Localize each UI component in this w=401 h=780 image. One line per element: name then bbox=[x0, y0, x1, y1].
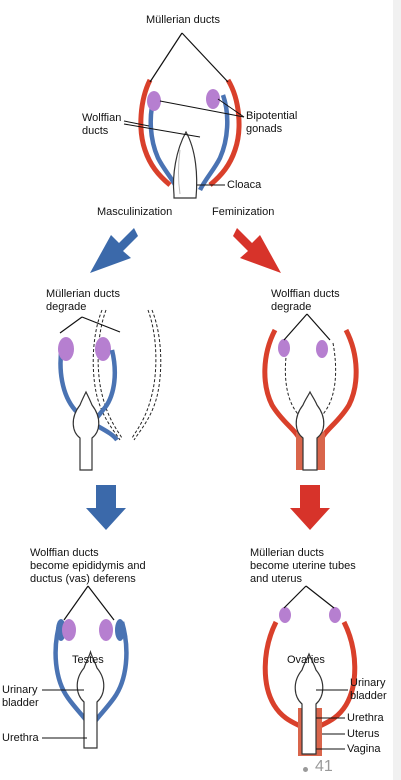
mullerian-duct-right bbox=[208, 78, 242, 187]
gonad-left-f1 bbox=[278, 339, 290, 357]
indifferent-stage-figure bbox=[123, 32, 245, 199]
gonad-leader-2 bbox=[217, 98, 245, 118]
mullerian-ducts-label: Müllerian ducts bbox=[146, 14, 220, 26]
testis-left bbox=[62, 619, 76, 641]
female-stage2-caption: Müllerian ducts become uterine tubes and… bbox=[250, 547, 356, 585]
male-stage1-figure bbox=[58, 309, 162, 471]
mullerian-duct-left-f1 bbox=[262, 328, 303, 442]
wolffian-duct-left bbox=[148, 94, 181, 192]
ovary-left bbox=[279, 607, 291, 623]
mullerian-leader-left bbox=[149, 32, 183, 83]
feminization-arrow bbox=[233, 228, 281, 273]
masculinization-arrow bbox=[90, 228, 138, 273]
wolffian-ducts-label: Wolffian ducts bbox=[82, 112, 122, 137]
male-stage2-leader-right bbox=[87, 585, 115, 621]
cloaca bbox=[172, 130, 198, 199]
gonad-right-m1 bbox=[95, 337, 111, 361]
testes-label: Testes bbox=[72, 654, 104, 666]
ovaries-label: Ovaries bbox=[287, 654, 325, 666]
female-down-arrow bbox=[290, 485, 330, 530]
wolffian-leader-1 bbox=[123, 120, 150, 127]
female-stage1-leader-left bbox=[283, 313, 308, 341]
vagina-label: Vagina bbox=[347, 743, 381, 755]
female-stage2-leader-right bbox=[305, 585, 335, 609]
mullerian-duct-right-f1 bbox=[318, 328, 359, 442]
urethra-label-female: Urethra bbox=[347, 712, 384, 724]
mullerian-duct-left bbox=[138, 78, 172, 187]
male-stage1-caption: Müllerian ducts degrade bbox=[46, 288, 120, 313]
gonad-left bbox=[147, 91, 161, 111]
female-stage2-figure bbox=[262, 585, 358, 756]
gonad-right bbox=[206, 89, 220, 109]
female-stage1-leader-right bbox=[306, 313, 331, 341]
epididymis-right bbox=[115, 619, 125, 641]
ovary-right bbox=[329, 607, 341, 623]
male-stage2-leader-left bbox=[63, 585, 89, 621]
gonad-leader-1 bbox=[159, 100, 245, 118]
mullerian-leader-right bbox=[181, 32, 229, 83]
feminization-label: Feminization bbox=[212, 206, 275, 218]
cloaca-label: Cloaca bbox=[227, 179, 262, 191]
right-edge-bar bbox=[393, 0, 401, 780]
page-bullet bbox=[303, 767, 308, 772]
bladder-m1 bbox=[72, 390, 100, 471]
degrading-mullerian-left bbox=[92, 309, 121, 441]
gonad-right-f1 bbox=[316, 340, 328, 358]
urethra-label-male: Urethra bbox=[2, 732, 39, 744]
page-number: 41 bbox=[315, 758, 333, 775]
male-down-arrow bbox=[86, 485, 126, 530]
gonad-left-m1 bbox=[58, 337, 74, 361]
bladder-f2 bbox=[294, 652, 324, 755]
bladder-f1 bbox=[295, 390, 325, 471]
masculinization-label: Masculinization bbox=[97, 206, 173, 218]
uterine-tube-right bbox=[318, 620, 358, 729]
uterus-label: Uterus bbox=[347, 728, 380, 740]
testis-right bbox=[99, 619, 113, 641]
bladder-m2 bbox=[76, 649, 105, 749]
male-stage1-leader-right bbox=[81, 316, 121, 333]
uterine-tube-left bbox=[262, 620, 302, 729]
bipotential-gonads-label: Bipotential gonads bbox=[246, 110, 298, 135]
wolffian-duct-right bbox=[197, 94, 230, 192]
male-stage1-leader-left bbox=[59, 316, 83, 334]
female-stage2-leader-left bbox=[283, 585, 307, 609]
wolffian-duct-left-m1 bbox=[58, 344, 119, 442]
degrading-mullerian-right bbox=[133, 309, 162, 441]
urinary-bladder-label-male: Urinary bladder bbox=[2, 684, 39, 709]
wolffian-leader-2 bbox=[123, 123, 201, 138]
female-stage1-figure bbox=[262, 313, 359, 471]
female-stage1-caption: Wolffian ducts degrade bbox=[271, 288, 340, 313]
male-stage2-figure bbox=[42, 585, 129, 749]
urinary-bladder-label-female: Urinary bladder bbox=[350, 677, 387, 702]
male-stage2-caption: Wolffian ducts become epididymis and duc… bbox=[30, 547, 146, 585]
